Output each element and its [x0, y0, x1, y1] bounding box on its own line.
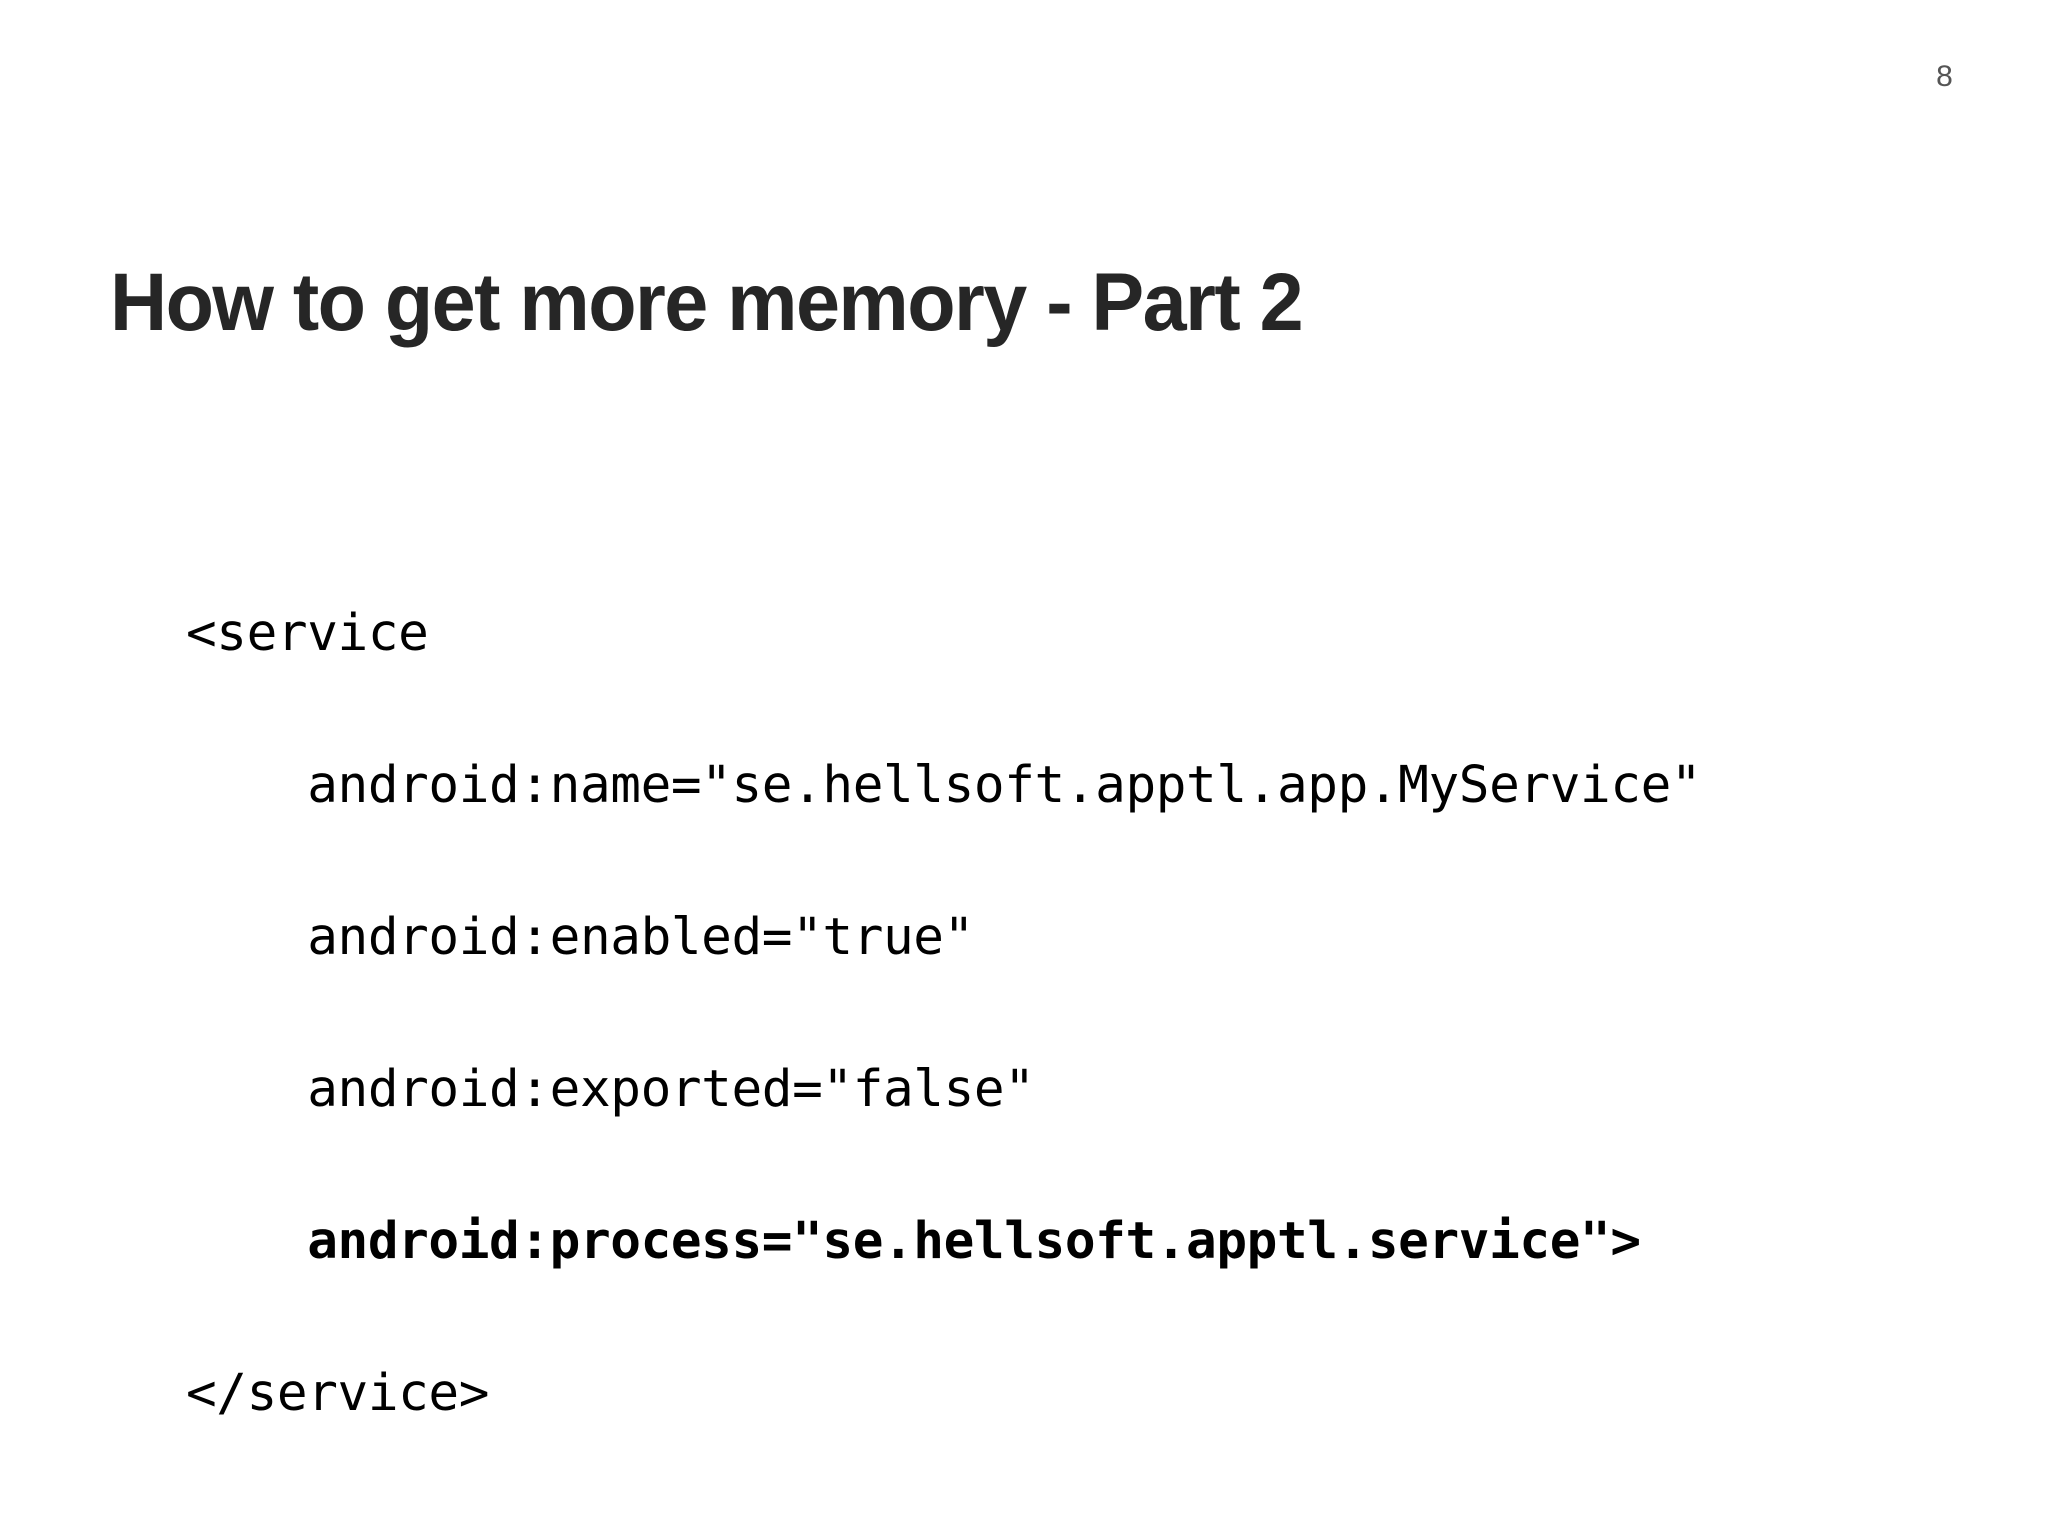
- code-line: </service>: [186, 1364, 490, 1423]
- code-line: android:exported="false": [186, 1060, 1035, 1119]
- code-line: android:process="se.hellsoft.apptl.servi…: [186, 1212, 1641, 1271]
- code-block: <service android:name="se.hellsoft.apptl…: [186, 596, 1702, 1432]
- code-line: android:name="se.hellsoft.apptl.app.MySe…: [186, 756, 1702, 815]
- code-line: <service: [186, 604, 429, 663]
- page-title: How to get more memory - Part 2: [110, 256, 1304, 348]
- page-number: 8: [1936, 60, 1953, 93]
- code-content: <service android:name="se.hellsoft.apptl…: [186, 596, 1702, 1432]
- code-line: android:enabled="true": [186, 908, 974, 967]
